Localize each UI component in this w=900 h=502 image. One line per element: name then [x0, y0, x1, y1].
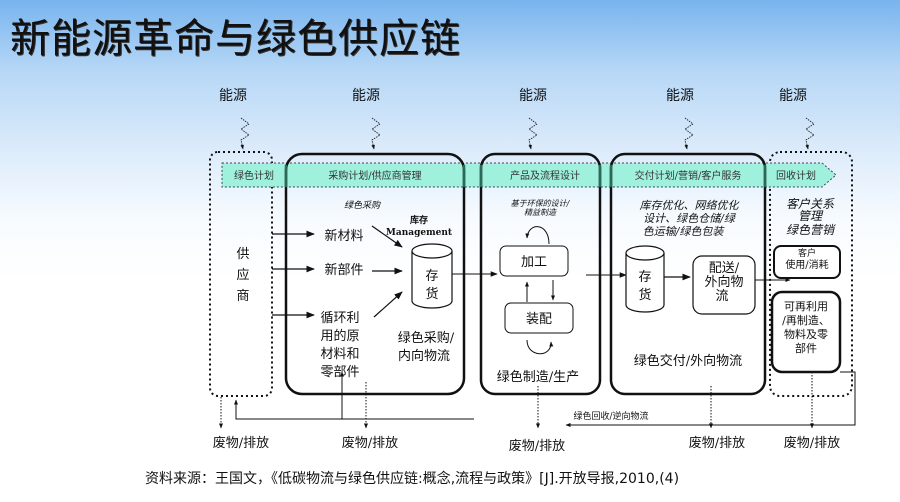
process-loop-arrow-bottom: [526, 339, 554, 355]
energy-label-3: 能源: [519, 88, 547, 104]
procurement-footer-1: 绿色采购/: [398, 330, 455, 346]
process-assembly-label: 装配: [526, 312, 552, 327]
energy-arrow-4: [684, 117, 694, 150]
banner-segments: 绿色计划 采购计划/供应商管理 产品及流程设计 交付计划/营销/客户服务 回收计…: [234, 169, 816, 182]
waste-label-1: 废物/排放: [213, 435, 269, 451]
reuse-line-4: 部件: [795, 341, 817, 355]
banner-segment-delivery-plan: 交付计划/营销/客户服务: [635, 169, 742, 182]
reuse-line-2: /再制造、: [782, 313, 830, 327]
supplier-label-1: 供: [236, 247, 249, 262]
banner-segment-procurement-plan: 采购计划/供应商管理: [328, 169, 421, 182]
reverse-logistics-label: 绿色回收/逆向物流: [573, 410, 648, 422]
recycled-line-3: 材料和: [320, 347, 359, 362]
planning-banner: [221, 162, 837, 188]
recycled-line-4: 零部件: [320, 365, 359, 380]
energy-labels: 能源 能源 能源 能源 能源: [219, 88, 807, 104]
process-loop-arrow-top: [525, 226, 550, 245]
svg-text:货: 货: [425, 286, 438, 302]
energy-arrow-2: [371, 117, 381, 150]
supplier-label-2: 应: [236, 267, 249, 283]
delivery-subtitle-1: 库存优化、网络优化: [640, 199, 741, 212]
reuse-line-1: 可再利用: [784, 300, 828, 313]
page-title: 新能源革命与绿色供应链: [10, 16, 461, 62]
supplier-input-arrows: [272, 225, 403, 319]
procurement-subtitle: 绿色采购: [344, 200, 381, 211]
energy-label-4: 能源: [666, 88, 694, 104]
energy-arrow-1: [240, 117, 250, 150]
svg-text:存: 存: [638, 270, 651, 285]
recycle-subtitle-1: 客户关系: [786, 197, 835, 211]
inventory-caption-1: 库存: [410, 214, 428, 226]
manufacturing-subtitle-1: 基于环保的设计/: [511, 199, 571, 208]
recycled-line-2: 用的原: [320, 328, 359, 344]
energy-label-1: 能源: [219, 88, 247, 104]
procurement-footer-2: 内向物流: [398, 348, 450, 364]
svg-text:存: 存: [425, 269, 438, 284]
manufacturing-subtitle-2: 精益制造: [524, 208, 557, 217]
source-citation: 资料来源：王国文，《低碳物流与绿色供应链:概念,流程与政策》[J].开放导报,2…: [145, 471, 680, 487]
svg-text:货: 货: [638, 287, 651, 303]
delivery-subtitle-3: 色运输/绿色包装: [643, 225, 726, 238]
input-new-part: 新部件: [324, 262, 363, 278]
reuse-line-3: 物料及零: [784, 327, 828, 341]
customer-usage-line-2: 使用/消耗: [785, 258, 828, 271]
process-box-assembly: [504, 302, 574, 334]
distribution-line-1: 配送/: [709, 261, 740, 276]
banner-segment-product-design: 产品及流程设计: [510, 169, 580, 182]
manufacturing-footer: 绿色制造/生产: [497, 369, 579, 385]
customer-usage-box: [773, 245, 841, 279]
distribution-box: [692, 255, 756, 315]
supplier-box: [209, 151, 273, 397]
waste-label-2: 废物/排放: [342, 435, 398, 451]
energy-label-5: 能源: [779, 88, 807, 104]
delivery-inventory-cylinder: 存 货: [625, 245, 665, 313]
waste-label-5: 废物/排放: [784, 435, 840, 451]
recycle-subtitle-3: 绿色营销: [786, 223, 836, 237]
waste-arrows: [219, 372, 814, 429]
energy-arrow-5: [805, 117, 815, 150]
waste-label-4: 废物/排放: [689, 435, 745, 451]
reuse-box: [770, 290, 842, 374]
waste-label-3: 废物/排放: [509, 438, 565, 454]
distribution-line-3: 流: [715, 289, 728, 304]
delivery-footer: 绿色交付/外向物流: [634, 353, 742, 369]
banner-box-edges: [284, 165, 767, 187]
supplier-label-3: 商: [236, 289, 249, 304]
procurement-inventory-cylinder: 存 货: [411, 243, 453, 309]
process-machining-label: 加工: [521, 255, 547, 270]
customer-usage-line-1: 客户: [798, 247, 816, 259]
banner-segment-green-plan: 绿色计划: [234, 169, 274, 182]
delivery-box: [609, 152, 767, 396]
energy-label-2: 能源: [352, 88, 380, 104]
process-box-machining: [499, 245, 569, 277]
recycle-subtitle-2: 管理: [798, 209, 824, 223]
energy-arrow-3: [528, 117, 538, 150]
input-new-material: 新材料: [324, 228, 363, 244]
recycle-box: [769, 151, 853, 397]
recycled-line-1: 循环利: [320, 311, 359, 326]
banner-segment-recycle-plan: 回收计划: [776, 169, 816, 182]
energy-zigzag-arrows: [240, 117, 815, 150]
inventory-caption-2: Management: [386, 228, 453, 238]
distribution-line-2: 外向物: [704, 274, 743, 290]
waste-labels: 废物/排放 废物/排放 废物/排放 废物/排放 废物/排放: [213, 435, 840, 454]
delivery-subtitle-2: 设计、绿色仓储/绿: [643, 212, 736, 225]
